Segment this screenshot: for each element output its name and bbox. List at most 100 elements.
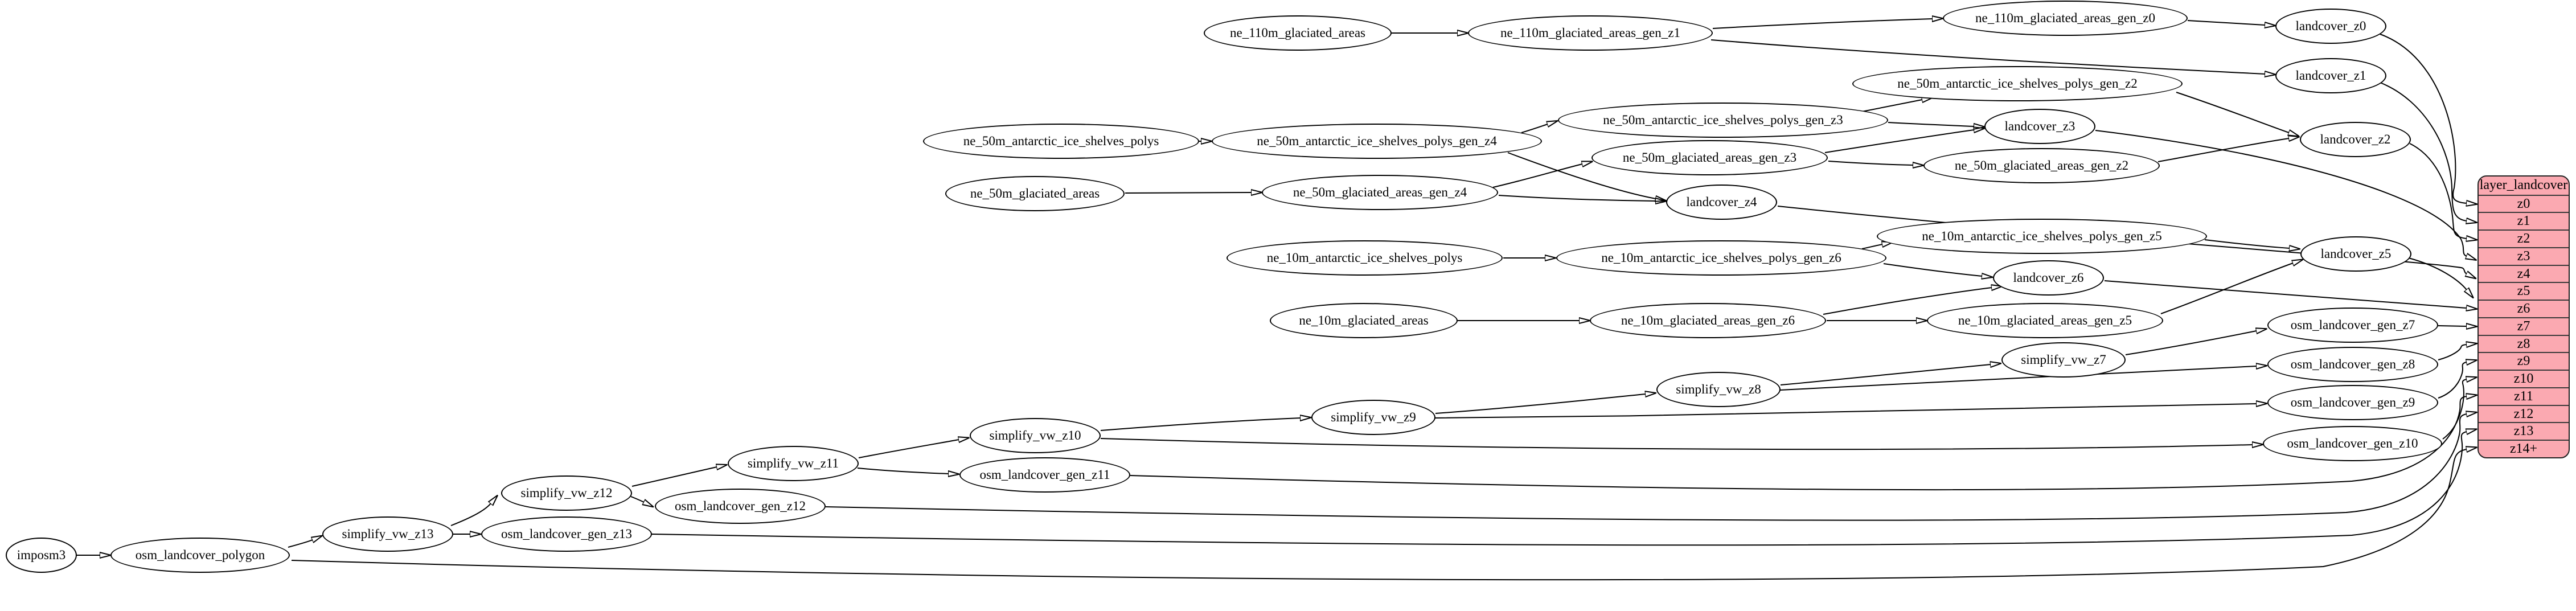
- edge-gen_z12-to-row-z12: [825, 414, 2467, 521]
- edge-ne_10m_gl_gen_z5-to-landcover_z5: [2160, 263, 2293, 314]
- node-landcover_z4: landcover_z4: [1666, 184, 1777, 220]
- edge-ne_50m_gl_gen_z3-to-landcover_z3: [1824, 130, 1974, 153]
- layer-table-row-z9: z9: [2479, 352, 2569, 370]
- layer-table-row-z13: z13: [2479, 422, 2569, 440]
- edge-simplify_vw_z9-to-gen_z9: [1434, 404, 2257, 419]
- edge-simplify_vw_z8-to-gen_z8: [1779, 366, 2257, 391]
- edge-ne_50m_gen_z3-to-gen_z2: [1861, 100, 1922, 112]
- node-ne_50m_antarctic_ice_shelves_polys: ne_50m_antarctic_ice_shelves_polys: [923, 124, 1199, 159]
- layer-table-row-z1: z1: [2479, 212, 2569, 229]
- node-simplify_vw_z8: simplify_vw_z8: [1656, 372, 1781, 407]
- layer-table-row-z8: z8: [2479, 334, 2569, 352]
- edge-ne_50m_gl_gen_z4-to-landcover_z4: [1498, 195, 1656, 201]
- node-landcover_z1: landcover_z1: [2275, 58, 2386, 93]
- edge-landcover_z0-to-row-z0: [2380, 34, 2467, 203]
- node-simplify_vw_z7: simplify_vw_z7: [2001, 342, 2126, 378]
- edge-ne_50m_gl_gen_z4-to-gen_z3: [1492, 164, 1582, 188]
- node-simplify_vw_z13: simplify_vw_z13: [322, 516, 453, 552]
- node-ne_10m_glaciated_areas_gen_z6: ne_10m_glaciated_areas_gen_z6: [1590, 303, 1826, 338]
- edge-ne_50m_gen_z4-to-gen_z3: [1521, 124, 1548, 133]
- node-imposm3: imposm3: [6, 538, 77, 573]
- edge-gen_z13-to-row-z13: [651, 432, 2467, 546]
- node-landcover_z0: landcover_z0: [2275, 9, 2386, 44]
- edge-simplify_vw_z9-to-z8: [1435, 394, 1646, 414]
- node-ne_50m_antarctic_ice_shelves_polys_gen_z4: ne_50m_antarctic_ice_shelves_polys_gen_z…: [1212, 124, 1542, 159]
- layer-table-row-z12: z12: [2479, 404, 2569, 423]
- edge-gen_z10-to-row-z10: [2442, 379, 2467, 440]
- edge-ne_10m_gen_z5-to-landcover_z5: [2204, 239, 2290, 248]
- node-osm_landcover_gen_z7: osm_landcover_gen_z7: [2267, 307, 2438, 343]
- node-osm_landcover_gen_z11: osm_landcover_gen_z11: [959, 457, 1130, 493]
- node-osm_landcover_gen_z8: osm_landcover_gen_z8: [2267, 347, 2438, 382]
- edge-polygon-to-row-z14: [291, 449, 2467, 581]
- edge-polygon-to-simplify_vw_z13: [288, 540, 313, 548]
- node-simplify_vw_z10: simplify_vw_z10: [970, 418, 1101, 453]
- edge-simplify_vw_z11-to-gen_z11: [857, 468, 949, 474]
- layer-table-row-z5: z5: [2479, 282, 2569, 300]
- edge-ne_50m_glaciated-to-gen_z4: [1125, 192, 1252, 193]
- edge-ne_10m_gen_z6-to-gen_z5: [1861, 244, 1882, 249]
- edge-ne_10m_gen_z6-to-landcover_z6: [1883, 263, 1982, 276]
- edge-ne_50m_gen_z3-to-landcover_z3: [1888, 122, 1974, 126]
- node-ne_50m_antarctic_ice_shelves_polys_gen_z2: ne_50m_antarctic_ice_shelves_polys_gen_z…: [1852, 66, 2183, 101]
- node-osm_landcover_gen_z9: osm_landcover_gen_z9: [2267, 385, 2438, 420]
- node-osm_landcover_gen_z10: osm_landcover_gen_z10: [2263, 426, 2442, 461]
- edge-simplify_vw_z8-to-z7: [1780, 364, 1991, 386]
- node-landcover_z3: landcover_z3: [1984, 109, 2095, 144]
- node-ne_50m_glaciated_areas_gen_z2: ne_50m_glaciated_areas_gen_z2: [1923, 148, 2160, 183]
- edge-landcover_z2-to-row-z2: [2409, 143, 2467, 239]
- node-landcover_z6: landcover_z6: [1993, 260, 2104, 296]
- layer-landcover-table: layer_landcover z0 z1 z2 z3 z4 z5 z6 z7 …: [2477, 175, 2570, 458]
- node-ne_110m_glaciated_areas_gen_z0: ne_110m_glaciated_areas_gen_z0: [1943, 1, 2188, 36]
- node-simplify_vw_z11: simplify_vw_z11: [728, 446, 859, 481]
- node-ne_10m_antarctic_ice_shelves_polys: ne_10m_antarctic_ice_shelves_polys: [1227, 240, 1503, 276]
- edge-landcover_z6-to-row-z6: [2104, 280, 2467, 308]
- edge-simplify_vw_z10-to-z9: [1100, 418, 1301, 431]
- layer-table-row-z14plus: z14+: [2479, 440, 2569, 457]
- edge-landcover_z1-to-row-z1: [2380, 82, 2467, 221]
- node-ne_110m_glaciated_areas_gen_z1: ne_110m_glaciated_areas_gen_z1: [1468, 15, 1713, 51]
- layer-table-row-z3: z3: [2479, 247, 2569, 265]
- layer-table-row-z2: z2: [2479, 229, 2569, 247]
- edge-simplify_vw_z13-to-z12: [450, 503, 491, 526]
- edge-ne_50m_gl_gen_z2-to-landcover_z2: [2157, 138, 2289, 162]
- node-osm_landcover_polygon: osm_landcover_polygon: [110, 538, 290, 573]
- node-ne_50m_glaciated_areas: ne_50m_glaciated_areas: [945, 176, 1125, 211]
- node-ne_10m_antarctic_ice_shelves_polys_gen_z5: ne_10m_antarctic_ice_shelves_polys_gen_z…: [1877, 219, 2207, 254]
- edge-gen_z9-to-row-z9: [2438, 362, 2467, 399]
- node-ne_10m_glaciated_areas_gen_z5: ne_10m_glaciated_areas_gen_z5: [1927, 303, 2163, 338]
- node-landcover_z5: landcover_z5: [2300, 236, 2411, 272]
- layer-table-row-z0: z0: [2479, 194, 2569, 212]
- node-landcover_z2: landcover_z2: [2300, 122, 2411, 157]
- edge-ne_10m_gl_gen_z6-to-landcover_z6: [1823, 288, 1992, 315]
- node-ne_50m_glaciated_areas_gen_z4: ne_50m_glaciated_areas_gen_z4: [1262, 175, 1498, 210]
- edge-landcover_z3-to-row-z3: [2095, 130, 2467, 256]
- edge-ne_50m_gen_z4-to-landcover_z4: [1507, 152, 1656, 199]
- edge-gen_z8-to-row-z8: [2438, 345, 2467, 360]
- layer-table-row-z6: z6: [2479, 300, 2569, 317]
- layer-table-row-z4: z4: [2479, 264, 2569, 282]
- edge-ne_50m_gl_gen_z3-to-gen_z2: [1828, 161, 1913, 165]
- edge-simplify_vw_z12-to-gen_z12: [630, 496, 644, 502]
- edge-ne_110m_gen_z1-to-gen_z0: [1712, 19, 1933, 29]
- node-osm_landcover_gen_z12: osm_landcover_gen_z12: [655, 489, 826, 524]
- edge-ne_110m_gen_z1-to-landcover_z1: [1711, 39, 2265, 74]
- edge-landcover_z5-to-row-z5: [2408, 257, 2467, 290]
- node-simplify_vw_z12: simplify_vw_z12: [501, 475, 632, 511]
- edge-simplify_vw_z7-to-gen_z7: [2125, 331, 2257, 355]
- layer-table-title: layer_landcover: [2479, 178, 2568, 193]
- edge-simplify_vw_z12-to-z11: [631, 467, 717, 487]
- node-ne_10m_glaciated_areas: ne_10m_glaciated_areas: [1270, 303, 1458, 338]
- node-simplify_vw_z9: simplify_vw_z9: [1311, 400, 1435, 435]
- edge-simplify_vw_z11-to-z10: [858, 440, 959, 458]
- edge-simplify_vw_z10-to-gen_z10: [1100, 438, 2253, 450]
- node-ne_10m_antarctic_ice_shelves_polys_gen_z6: ne_10m_antarctic_ice_shelves_polys_gen_z…: [1556, 240, 1886, 276]
- node-ne_50m_glaciated_areas_gen_z3: ne_50m_glaciated_areas_gen_z3: [1591, 140, 1828, 175]
- layer-table-row-z7: z7: [2479, 317, 2569, 335]
- node-osm_landcover_gen_z13: osm_landcover_gen_z13: [481, 516, 652, 552]
- edge-ne_50m_gen_z2-to-landcover_z2: [2176, 92, 2289, 133]
- layer-table-row-z11: z11: [2479, 387, 2569, 405]
- node-ne_110m_glaciated_areas: ne_110m_glaciated_areas: [1204, 15, 1392, 51]
